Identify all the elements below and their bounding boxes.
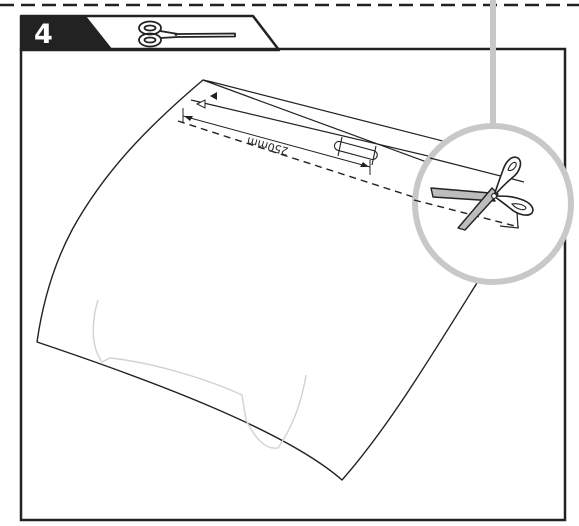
step-number-badge (21, 16, 113, 50)
step-header: 4 (19, 14, 281, 52)
arrow-marks (195, 92, 217, 109)
step-number: 4 (34, 19, 53, 50)
faint-device-outline (92, 299, 307, 449)
scissors-icon (430, 156, 534, 231)
filled-arrow-mark (210, 92, 217, 100)
illustration-frame (19, 47, 567, 522)
outline-arrow-mark (195, 99, 206, 109)
dimension-line (182, 108, 371, 175)
magnifier-detail (412, 123, 574, 285)
slot-mark (333, 136, 378, 166)
scissors-icon (138, 20, 236, 48)
